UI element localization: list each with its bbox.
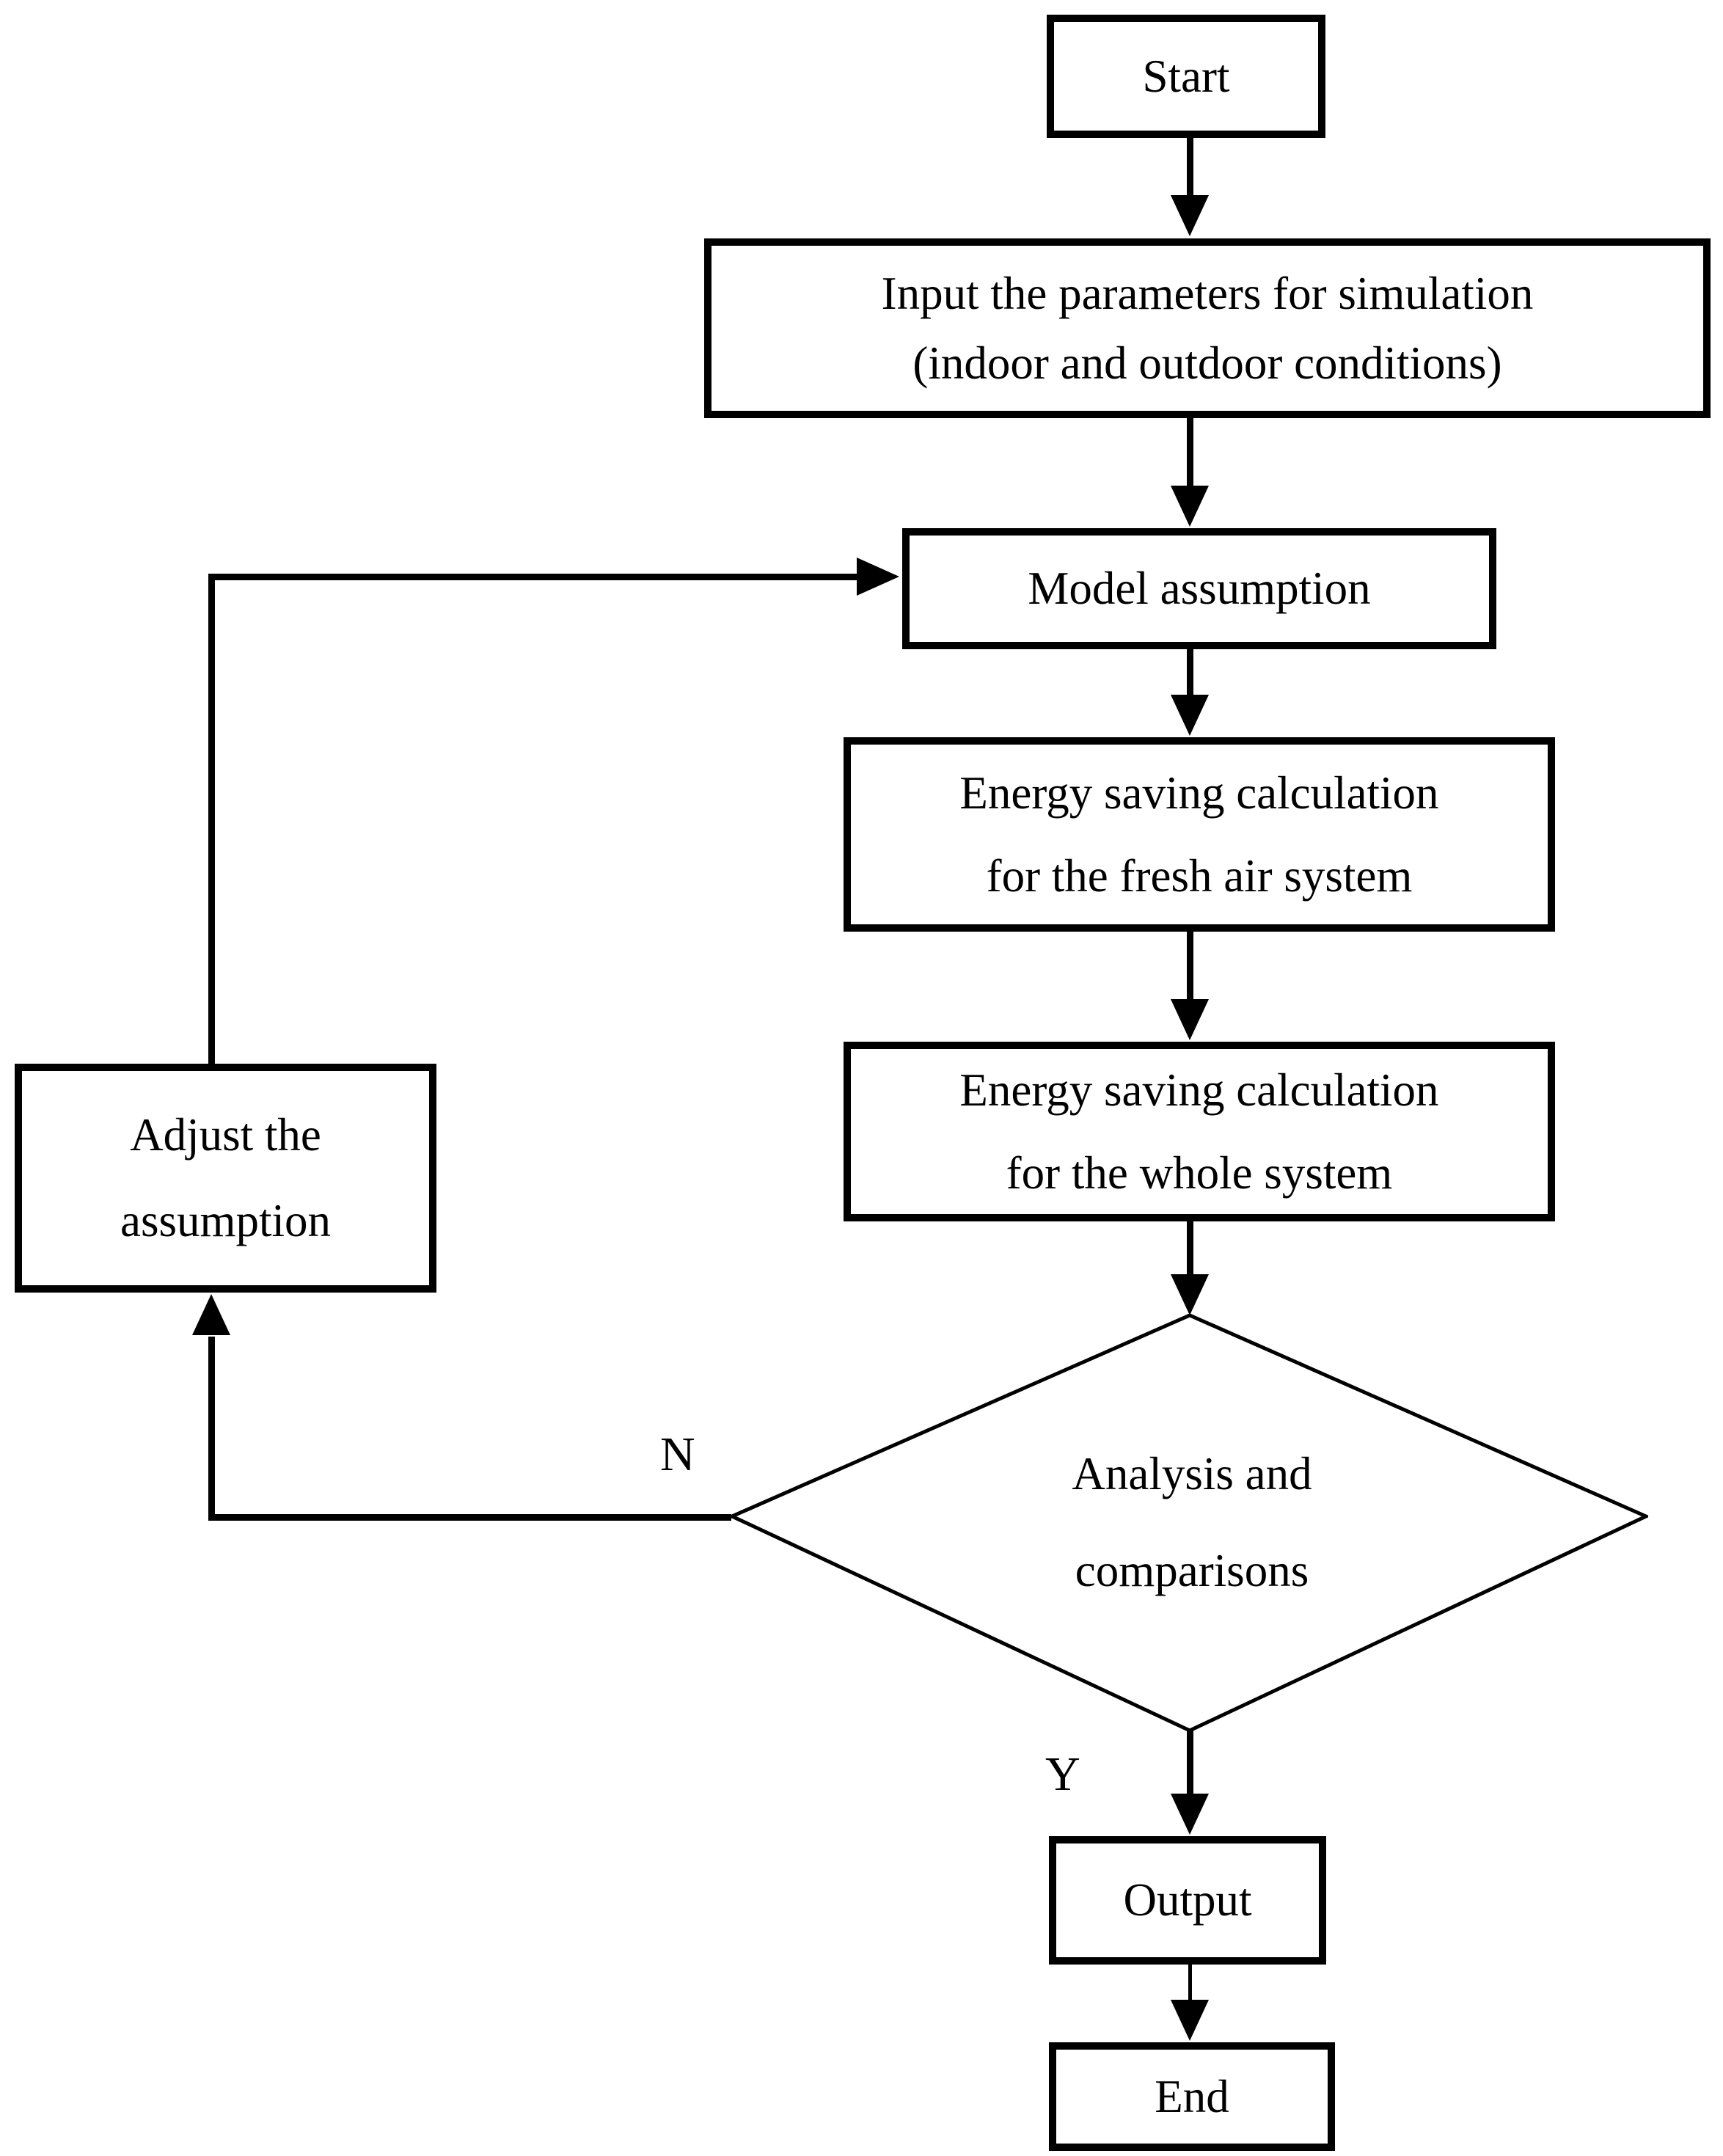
edge-whole-system-to-decision [1187, 1220, 1193, 1276]
node-decision-label: Analysis and comparisons [807, 1386, 1577, 1658]
node-energy-whole-system: Energy saving calculation for the whole … [844, 1042, 1555, 1221]
edge-decision-no-vertical [208, 1337, 215, 1521]
node-adjust-line1: Adjust the [130, 1109, 321, 1161]
node-energy-fresh-air-line2: for the fresh air system [986, 849, 1413, 902]
arrowhead-start-to-input [1171, 195, 1209, 236]
arrowhead-no-to-adjust [192, 1294, 230, 1335]
edge-adjust-feedback-vertical [208, 574, 215, 1064]
node-adjust-line2: assumption [120, 1195, 331, 1246]
arrowhead-input-to-model [1171, 486, 1209, 527]
branch-label-no: N [660, 1428, 695, 1481]
node-energy-whole-system-line1: Energy saving calculation [959, 1064, 1439, 1117]
node-end: End [1049, 2042, 1335, 2151]
node-input-line1: Input the parameters for simulation [881, 268, 1534, 319]
node-decision-line2: comparisons [1075, 1545, 1309, 1596]
edge-output-to-end [1188, 1963, 1192, 2001]
edge-decision-yes-vertical [1187, 1728, 1193, 1796]
node-energy-fresh-air-line1: Energy saving calculation [959, 767, 1439, 819]
node-decision-line1: Analysis and [1072, 1447, 1312, 1499]
node-adjust-assumption: Adjust the assumption [15, 1064, 436, 1293]
node-output: Output [1049, 1836, 1326, 1965]
node-model-assumption-label: Model assumption [1028, 563, 1371, 615]
arrowhead-model-to-fresh-air [1171, 695, 1209, 736]
node-model-assumption: Model assumption [902, 528, 1496, 649]
edge-fresh-air-to-whole-system [1187, 930, 1193, 1001]
edge-start-to-input [1187, 136, 1193, 198]
edge-adjust-feedback-horizontal [208, 574, 857, 580]
arrowhead-output-to-end [1171, 2000, 1209, 2041]
arrowhead-feedback-to-model [857, 558, 899, 596]
edge-model-to-fresh-air [1187, 648, 1193, 696]
node-end-label: End [1155, 2070, 1229, 2122]
node-output-label: Output [1123, 1874, 1252, 1926]
node-start: Start [1047, 15, 1325, 138]
branch-label-yes: Y [1045, 1747, 1080, 1801]
arrowhead-yes-to-output [1171, 1794, 1209, 1835]
edge-decision-no-horizontal [211, 1514, 731, 1521]
node-start-label: Start [1142, 50, 1230, 102]
node-input-parameters: Input the parameters for simulation (ind… [704, 238, 1711, 418]
node-input-line2: (indoor and outdoor conditions) [912, 337, 1502, 389]
edge-input-to-model [1187, 417, 1193, 487]
arrowhead-whole-system-to-decision [1171, 1274, 1209, 1315]
node-energy-whole-system-line2: for the whole system [1006, 1147, 1393, 1199]
arrowhead-fresh-air-to-whole-system [1171, 999, 1209, 1040]
node-energy-fresh-air: Energy saving calculation for the fresh … [844, 737, 1555, 932]
